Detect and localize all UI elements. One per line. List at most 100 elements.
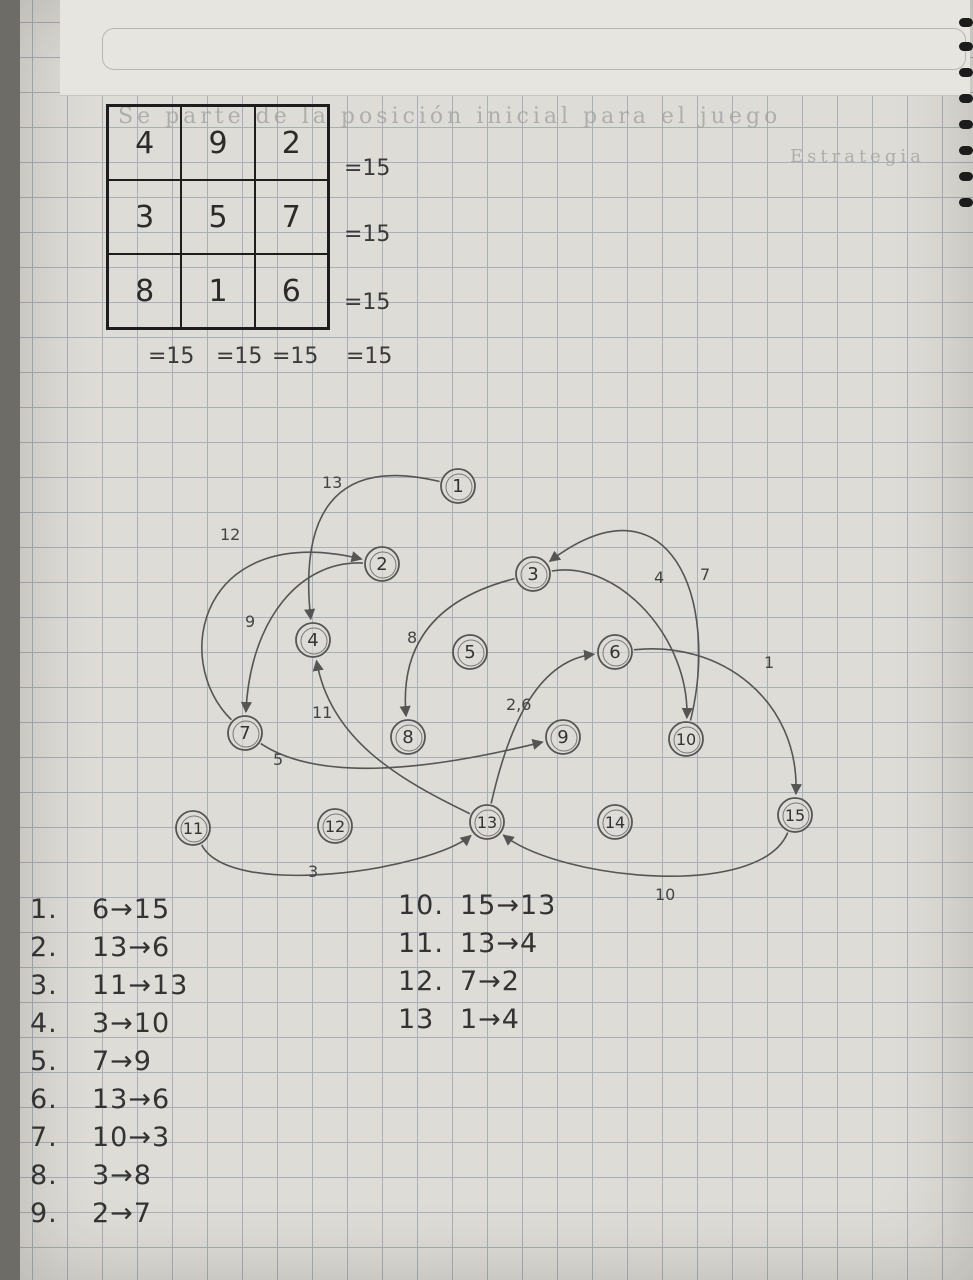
graph-node-inner-circle	[457, 639, 485, 667]
graph-node-14: 14	[597, 804, 633, 840]
graph-edge-13-6	[490, 649, 596, 804]
graph-edge-label: 12	[220, 525, 240, 544]
move-text: 15→13	[460, 890, 557, 921]
graph-node-label: 5	[464, 642, 475, 663]
graph-node-inner-circle	[300, 627, 328, 655]
graph-node-2: 2	[364, 546, 400, 582]
graph-node-inner-circle	[180, 815, 208, 843]
graph-node-label: 13	[477, 813, 497, 832]
graph-node-inner-circle	[520, 561, 548, 589]
graph-node-label: 3	[527, 564, 538, 585]
graph-node-label: 8	[402, 727, 413, 748]
graph-node-7: 7	[227, 715, 263, 751]
graph-edge-label: 10	[655, 885, 675, 904]
move-item: 6. 13→6	[30, 1084, 188, 1122]
graph-edge-label: 4	[654, 568, 664, 587]
move-item: 4. 3→10	[30, 1008, 188, 1046]
move-item: 7.10→3	[30, 1122, 188, 1160]
magic-cell: 4	[108, 106, 182, 180]
graph-edge-15-13	[502, 832, 789, 877]
move-number: 1.	[30, 894, 58, 925]
binding-ring-icon	[959, 18, 973, 27]
move-text: 10→3	[92, 1122, 171, 1153]
magic-cell: 9	[181, 106, 255, 180]
graph-node-label: 11	[183, 819, 203, 838]
graph-node-inner-circle	[673, 726, 701, 754]
graph-edge-11-13	[200, 834, 472, 877]
move-item: 1. 6→15	[30, 894, 188, 932]
graph-node-label: 9	[557, 727, 568, 748]
graph-edge-label: 9	[245, 612, 255, 631]
move-number: 6.	[30, 1084, 58, 1115]
binding-ring-icon	[959, 198, 973, 207]
binding-ring-icon	[959, 68, 973, 77]
move-text: 13→6	[92, 932, 171, 963]
move-text: 13→6	[92, 1084, 171, 1115]
binding-ring-icon	[959, 120, 973, 129]
notebook-page	[20, 0, 973, 1280]
graph-edge-3-8	[399, 577, 515, 718]
graph-node-inner-circle	[232, 720, 260, 748]
move-text: 6→15	[92, 894, 171, 925]
move-text: 11→13	[92, 970, 189, 1001]
move-number: 10.	[398, 890, 444, 921]
graph-node-label: 7	[239, 723, 250, 744]
move-text: 7→9	[92, 1046, 152, 1077]
graph-node-6: 6	[597, 634, 633, 670]
graph-node-10: 10	[668, 721, 704, 757]
move-number: 8.	[30, 1160, 58, 1191]
move-number: 2.	[30, 932, 58, 963]
graph-edge-label: 2,6	[506, 695, 531, 714]
move-text: 13→4	[460, 928, 539, 959]
graph-node-inner-circle	[445, 473, 473, 501]
graph-node-label: 15	[785, 806, 805, 825]
graph-edge-label: 11	[312, 703, 332, 722]
graph-node-label: 2	[376, 554, 387, 575]
graph-node-label: 14	[605, 813, 625, 832]
graph-node-11: 11	[175, 810, 211, 846]
magic-cell: 3	[108, 180, 182, 254]
move-text: 3→8	[92, 1160, 152, 1191]
graph-edge-label: 5	[273, 750, 283, 769]
binding-ring-icon	[959, 172, 973, 181]
graph-node-8: 8	[390, 719, 426, 755]
move-number: 5.	[30, 1046, 58, 1077]
graph-edge-label: 13	[322, 473, 342, 492]
graph-node-12: 12	[317, 808, 353, 844]
graph-node-inner-circle	[474, 809, 502, 837]
graph-edge-7-9	[260, 739, 544, 770]
graph-edge-label: 3	[308, 862, 318, 881]
move-list-left: 1.6→15 2.13→6 3.11→13 4.3→10 5.7→9 6.13→…	[30, 894, 188, 1236]
graph-node-4: 4	[295, 622, 331, 658]
graph-node-inner-circle	[550, 724, 578, 752]
move-text: 3→10	[92, 1008, 171, 1039]
magic-cell: 1	[181, 254, 255, 328]
move-number: 13	[398, 1004, 435, 1035]
move-number: 9.	[30, 1198, 58, 1229]
move-number: 12.	[398, 966, 444, 997]
magic-cell: 7	[254, 180, 328, 254]
graph-node-inner-circle	[602, 809, 630, 837]
graph-edge-label: 1	[764, 653, 774, 672]
magic-cell: 2	[254, 106, 328, 180]
graph-node-inner-circle	[602, 639, 630, 667]
diag-sum-label: =15	[346, 344, 393, 369]
graph-node-5: 5	[452, 634, 488, 670]
graph-edge-2-7	[240, 562, 364, 714]
binding-ring-icon	[959, 146, 973, 155]
graph-node-label: 10	[676, 730, 696, 749]
header-note-line1: Se parte de la posición inicial para el …	[118, 104, 782, 129]
move-number: 4.	[30, 1008, 58, 1039]
graph-edge-6-15	[633, 648, 802, 796]
magic-cell: 6	[254, 254, 328, 328]
move-item: 9.2→7	[30, 1198, 188, 1236]
magic-cell: 5	[181, 180, 255, 254]
row-sum-label: =15	[344, 156, 391, 181]
binding-ring-icon	[959, 94, 973, 103]
graph-node-label: 12	[325, 817, 345, 836]
col-sum-label: =15	[148, 344, 195, 369]
graph-edge-10-3	[548, 529, 700, 721]
